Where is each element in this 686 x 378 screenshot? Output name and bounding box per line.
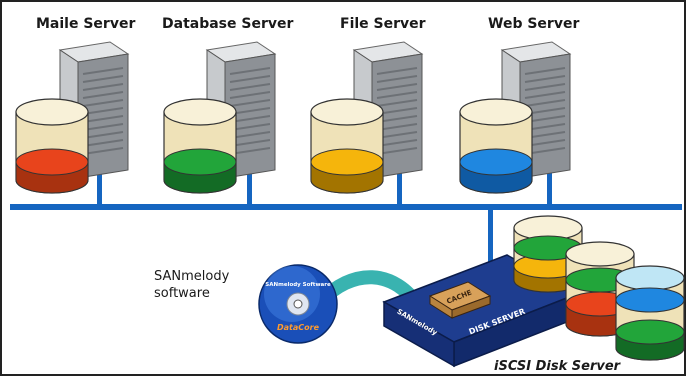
sanmelody-cd-icon: SANmelody Software DataCore: [258, 264, 338, 344]
server-web: [459, 41, 572, 194]
backbone-drop-3: [397, 172, 402, 205]
disk-server-label: iSCSI Disk Server: [494, 359, 621, 374]
server-file: [310, 41, 424, 194]
cd-brand-text: DataCore: [277, 323, 320, 332]
server-tower-file: [352, 41, 424, 179]
backbone-drop-2: [247, 172, 252, 205]
backbone-drop-disk: [488, 208, 493, 270]
disk-pool-cylinder-1: [513, 215, 583, 293]
software-label-line1: SANmelody: [154, 269, 230, 284]
backbone-drop-1: [97, 172, 102, 205]
software-label-line2: software: [154, 286, 210, 301]
server-database: [163, 41, 277, 194]
storage-cylinder-web: [459, 98, 533, 194]
backbone-drop-4: [547, 172, 552, 205]
network-backbone: [10, 204, 682, 210]
server-maile: [15, 41, 130, 194]
server-label-maile: Maile Server: [36, 16, 136, 32]
storage-cylinder-maile: [15, 98, 89, 194]
cd-label-text: SANmelody Software: [265, 282, 331, 288]
disk-server-side: [383, 300, 455, 368]
server-label-web: Web Server: [488, 16, 580, 32]
storage-cylinder-database: [163, 98, 237, 194]
server-label-database: Database Server: [162, 16, 294, 32]
software-label: SANmelody software: [154, 268, 229, 302]
server-label-file: File Server: [340, 16, 426, 32]
storage-cylinder-file: [310, 98, 384, 194]
disk-pool-cylinder-3: [615, 265, 685, 361]
